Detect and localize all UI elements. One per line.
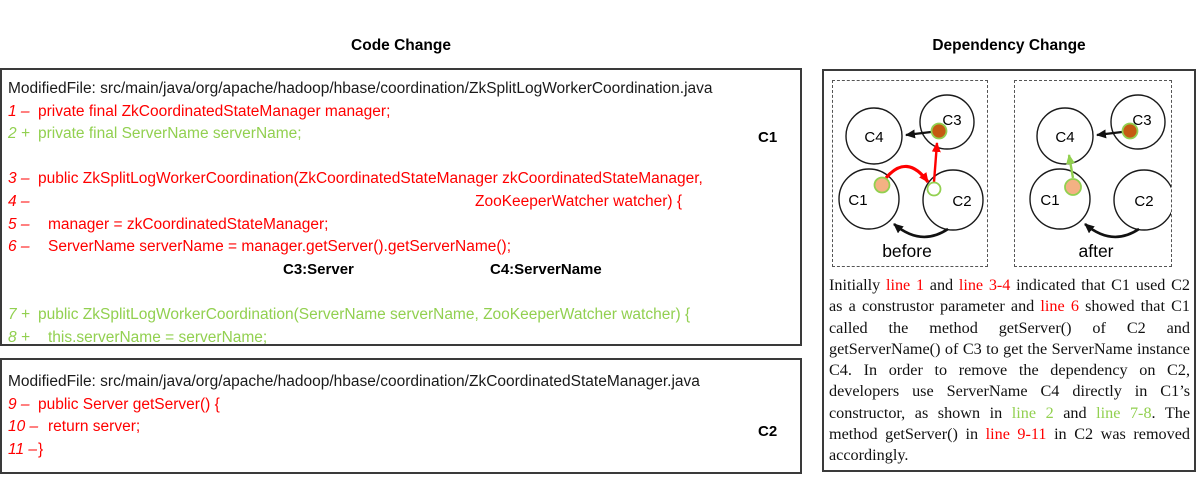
line-number: 7 + (8, 306, 30, 323)
line-code: public ZkSplitLogWorkerCoordination(ZkCo… (38, 170, 703, 188)
use-arrow-c1-c2-before (884, 164, 930, 183)
line-number: 9 – (8, 395, 30, 413)
code-line-1: 1 – private final ZkCoordinatedStateManag… (8, 103, 390, 121)
node-c4-after (1036, 107, 1094, 165)
node-label-c2: C2 (952, 193, 971, 210)
code-change-box-2: ModifiedFile: src/main/java/org/apache/h… (0, 358, 802, 474)
line-number: 2 + (8, 125, 30, 143)
method-dot-c1-after (1064, 178, 1082, 196)
dependency-arrow-c3-c4-before (905, 129, 932, 139)
line-number: 1 – (8, 102, 30, 120)
description-text: and (1053, 403, 1097, 422)
class-label-c1: C1 (758, 129, 778, 146)
annotation-c3-server: C3:Server (283, 261, 354, 278)
method-dot-c3-after (1121, 122, 1139, 140)
node-c2-after (1113, 169, 1171, 231)
code-line-11: 11 –} (8, 441, 43, 459)
line-number: 6 – (8, 238, 30, 256)
line-code: private final ServerName serverName; (38, 125, 302, 143)
annotation-c4-servername: C4:ServerName (490, 261, 602, 278)
class-label-c2: C2 (758, 423, 778, 440)
line-code: private final ZkCoordinatedStateManager … (38, 102, 391, 120)
code-line-2: 2 + private final ServerName serverName; (8, 125, 302, 143)
node-label-c4: C4 (864, 129, 883, 146)
code-line-8: 8 + this.serverName = serverName; (8, 329, 267, 347)
code-line-10: 10 – return server; (8, 418, 140, 436)
line-code: } (38, 440, 44, 458)
description-text: in C2 was removed accordingly. (829, 425, 1190, 465)
use-arrow-c1-c4-after (1066, 154, 1075, 179)
dependency-change-box: C4 C3 C1 C2 before (822, 69, 1196, 472)
node-c1-after (1029, 168, 1091, 230)
code-line-4: 4 – ZooKeeperWatcher watcher) { (8, 193, 682, 211)
description-text: Initially (829, 276, 886, 294)
line-code: public Server getServer() { (38, 395, 220, 413)
call-arrow-c2-c3-before (931, 142, 941, 183)
line-number: 3 – (8, 170, 30, 188)
code-change-box-1: ModifiedFile: src/main/java/org/apache/h… (0, 68, 802, 346)
code-line-3: 3 – public ZkSplitLogWorkerCoordination(Z… (8, 170, 703, 188)
line-code: this.serverName = serverName; (48, 328, 268, 346)
node-c4-before (845, 107, 903, 165)
code-line-9: 9 – public Server getServer() { (8, 396, 220, 414)
after-panel: C4 C3 C1 C2 after (1014, 80, 1172, 267)
node-label-c3: C3 (1132, 112, 1151, 129)
line-reference: line 3-4 (958, 276, 1011, 294)
after-label: after (1078, 241, 1113, 261)
line-code: public ZkSplitLogWorkerCoordination(Serv… (38, 306, 691, 323)
line-reference: line 9-11 (985, 425, 1047, 444)
node-label-c3: C3 (942, 112, 961, 129)
line-reference: line 1 (885, 276, 925, 294)
code-change-title: Code Change (351, 37, 451, 54)
dependency-arrow-c2-c1-after (1084, 223, 1140, 239)
dependency-description: Initially line 1 and line 3-4 indicated … (829, 275, 1190, 467)
method-dot-c1-before (873, 176, 891, 194)
line-code: ServerName serverName = manager.getServe… (48, 238, 512, 256)
dependency-arrow-c2-c1-before (893, 223, 949, 239)
modified-file-path-1: ModifiedFile: src/main/java/org/apache/h… (8, 80, 713, 97)
line-number: 8 + (8, 328, 30, 346)
before-label: before (882, 241, 932, 261)
node-label-c4: C4 (1055, 129, 1074, 146)
line-number: 11 – (8, 440, 38, 458)
line-number: 10 – (8, 418, 39, 436)
line-code: return server; (48, 418, 141, 436)
description-text: indicated that C1 used C2 as a construst… (829, 276, 1190, 316)
after-diagram: C4 C3 C1 C2 after (1029, 94, 1171, 261)
code-line-6: 6 – ServerName serverName = manager.getSe… (8, 238, 511, 256)
node-label-c2: C2 (1134, 193, 1153, 210)
dependency-change-title: Dependency Change (932, 37, 1086, 54)
line-reference: line 7-8 (1096, 403, 1152, 422)
method-dot-c3-before (930, 122, 948, 140)
code-line-7: 7 + public ZkSplitLogWorkerCoordination(S… (8, 306, 690, 324)
description-text: . The method getServer() in (829, 403, 1191, 444)
description-text: showed that C1 called the method getServ… (829, 297, 1190, 422)
modified-file-path-2: ModifiedFile: src/main/java/org/apache/h… (8, 373, 700, 390)
line-code: ZooKeeperWatcher watcher) { (475, 193, 683, 210)
line-number: 5 – (8, 215, 30, 233)
dependency-arrow-c3-c4-after (1096, 129, 1123, 139)
line-reference: line 2 (1011, 403, 1054, 422)
code-line-5: 5 – manager = zkCoordinatedStateManager; (8, 216, 328, 234)
line-code: manager = zkCoordinatedStateManager; (48, 215, 329, 233)
line-reference: line 6 (1040, 297, 1079, 316)
before-diagram: C4 C3 C1 C2 before (838, 94, 984, 261)
node-label-c1: C1 (1040, 192, 1059, 209)
before-panel: C4 C3 C1 C2 before (832, 80, 988, 267)
node-label-c1: C1 (848, 192, 867, 209)
line-number: 4 – (8, 193, 30, 210)
description-text: and (924, 276, 959, 294)
method-dot-c2-before (926, 181, 942, 197)
